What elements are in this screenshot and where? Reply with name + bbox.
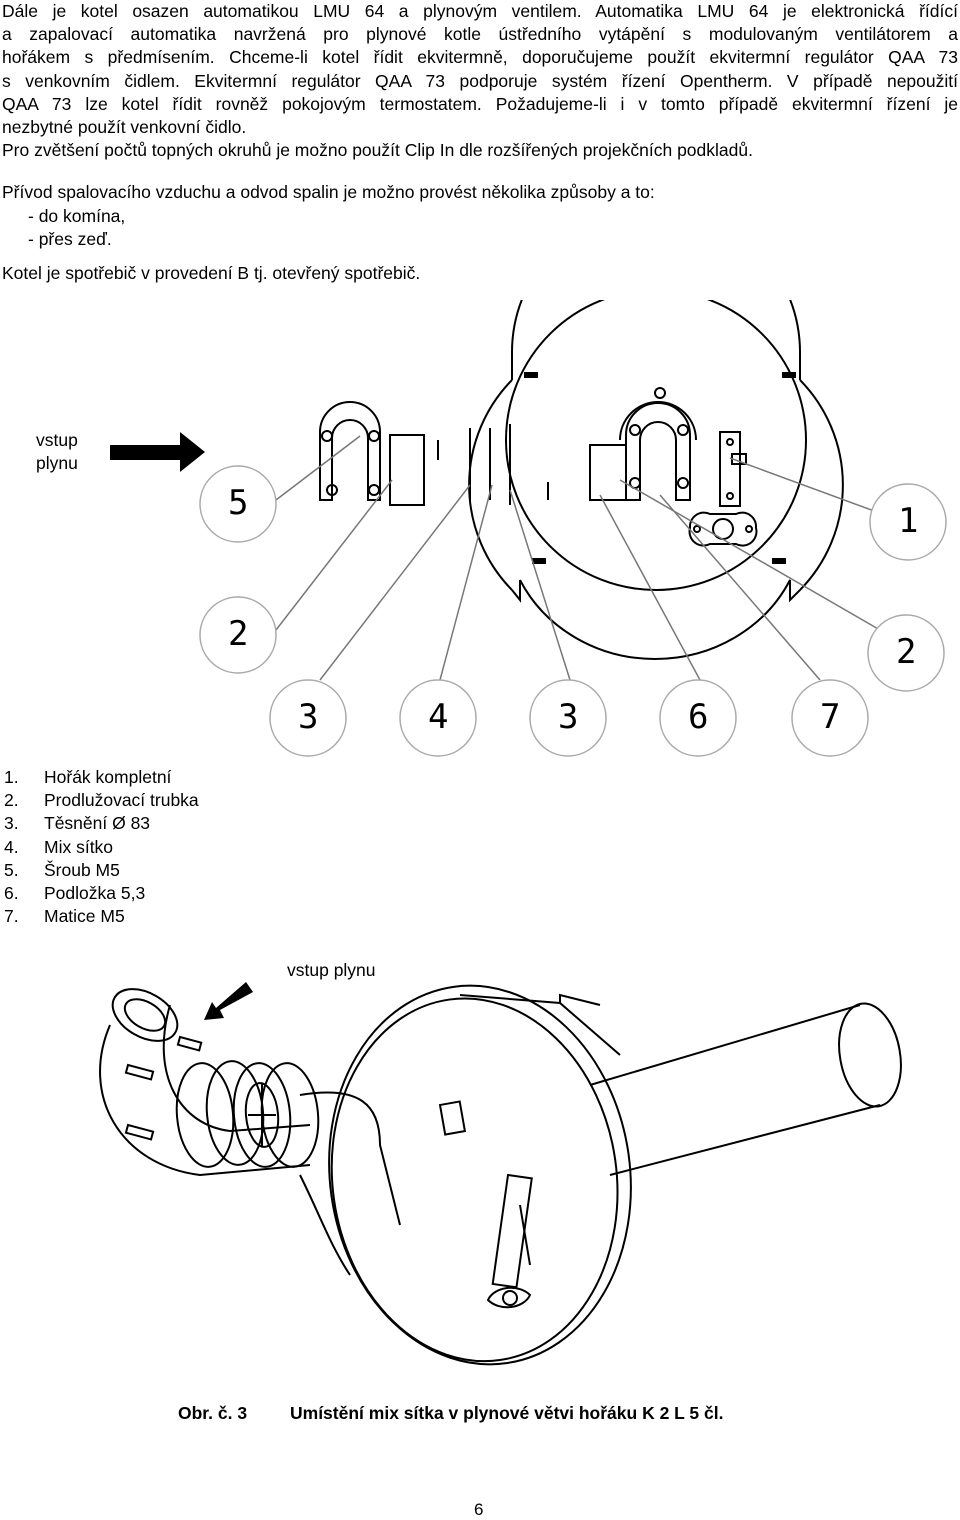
parts-list: 1.Hořák kompletní 2.Prodlužovací trubka … (4, 766, 199, 928)
parts-list-item: 7.Matice M5 (4, 906, 125, 927)
intro-line: hořákem s předmísením. Chceme-li kotel ř… (2, 47, 958, 68)
intro-line: nezbytné použít venkovní čidlo. (2, 117, 247, 138)
gaskets (469, 424, 549, 505)
parts-list-item: 2.Prodlužovací trubka (4, 790, 199, 811)
air-intro: Přívod spalovacího vzduchu a odvod spali… (2, 182, 655, 202)
callout-2: 2 (896, 632, 917, 672)
gas-inlet-label: vstup plynu (36, 429, 78, 475)
parts-list-item: 1.Hořák kompletní (4, 767, 172, 787)
intro-line: Pro zvětšení počtů topných okruhů je mož… (2, 140, 753, 161)
appliance-note: Kotel je spotřebič v provedení B tj. ote… (2, 263, 421, 283)
callout-2: 2 (228, 614, 249, 654)
figure-number: Obr. č. 3 (178, 1403, 248, 1423)
isometric-drawing (99, 982, 902, 1366)
page-number: 6 (474, 1500, 484, 1519)
gas-inlet-arrow-iso (204, 982, 253, 1020)
callout-7: 7 (820, 697, 841, 737)
gas-inlet-label-iso: vstup plynu (287, 960, 376, 980)
small-hole (654, 387, 666, 399)
parts-list-item: 4.Mix sítko (4, 836, 114, 857)
exploded-drawing (110, 300, 947, 757)
callout-circles (199, 465, 947, 757)
elbow-on-plate (589, 401, 697, 501)
burner-disc (328, 984, 632, 1366)
parts-list-item: 6.Podložka 5,3 (4, 883, 146, 904)
gas-inlet-label-line: vstup (36, 430, 78, 450)
gas-inlet-label-line: plynu (36, 453, 78, 473)
callout-4: 4 (428, 697, 449, 737)
callout-5: 5 (228, 483, 249, 523)
intro-line: QAA 73 lze kotel řídit rovněž pokojovým … (2, 93, 958, 114)
combustion-tube (589, 1002, 902, 1176)
air-options: - do komína, - přes zeď. (28, 205, 125, 251)
callout-1: 1 (898, 501, 919, 541)
bolts (124, 1035, 467, 1141)
air-option: - přes zeď. (28, 229, 112, 250)
air-option: - do komína, (28, 206, 126, 226)
intro-line: Dále je kotel osazen automatikou LMU 64 … (2, 1, 958, 21)
callout-3: 3 (298, 697, 319, 737)
callout-3: 3 (558, 697, 579, 737)
figure-caption: Umístění mix sítka v plynové větvi hořák… (290, 1403, 724, 1423)
mounting-slots (524, 372, 796, 564)
callout-6: 6 (688, 697, 709, 737)
gasket-stack (175, 1060, 320, 1168)
intro-paragraph: Dále je kotel osazen automatikou LMU 64 … (2, 0, 958, 162)
intro-line: a zapalovací automatika navržená pro ply… (2, 24, 958, 45)
electrode-bracket (719, 431, 747, 507)
gas-inlet-arrow (110, 432, 205, 472)
electrode-bracket-iso (486, 1173, 533, 1309)
parts-list-item: 3.Těsnění Ø 83 (4, 813, 151, 834)
extension-tube (319, 401, 439, 506)
parts-list-item: 5.Šroub M5 (4, 859, 120, 880)
intro-line: s venkovním čidlem. Ekvitermní regulátor… (2, 70, 958, 91)
gas-elbow (99, 988, 401, 1276)
leader-lines (275, 435, 886, 681)
